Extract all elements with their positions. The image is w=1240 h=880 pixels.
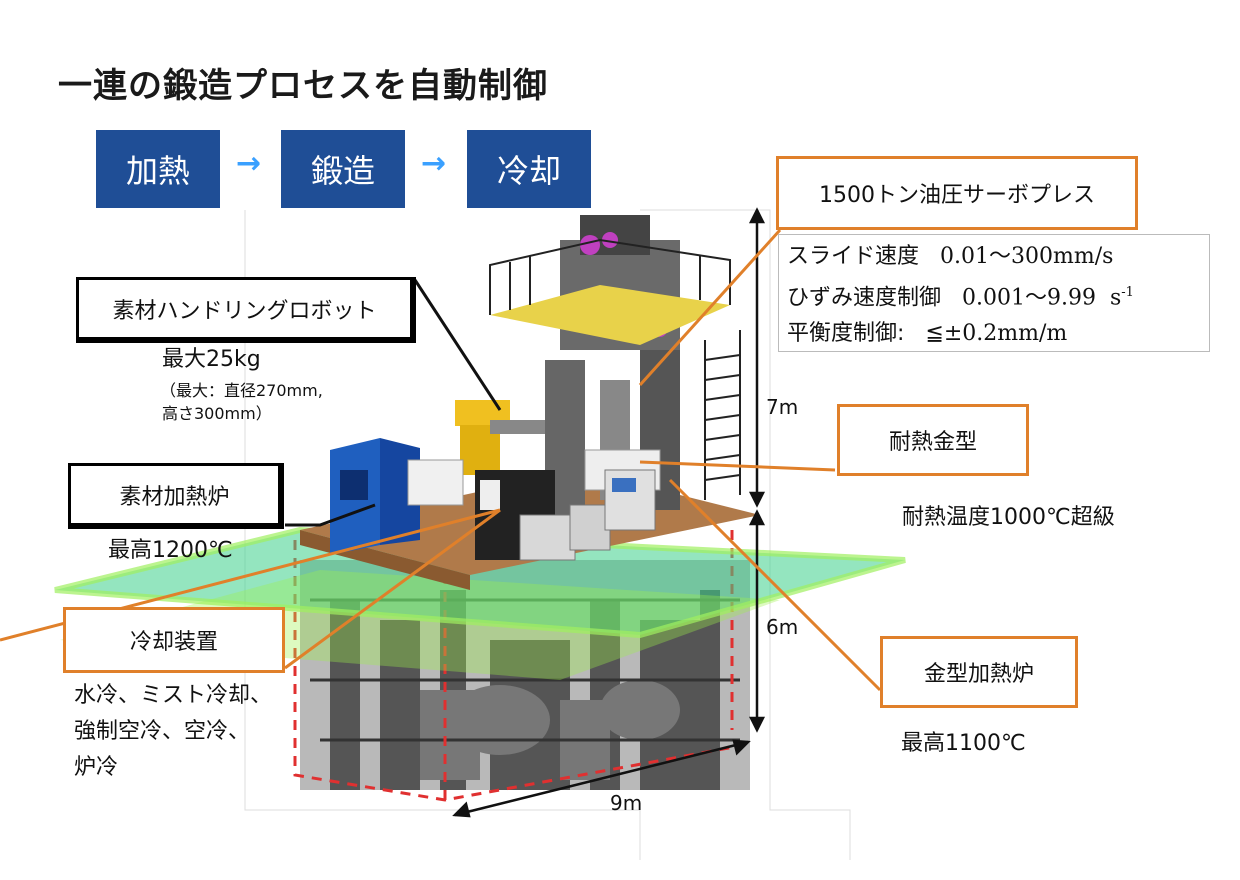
press-machine — [489, 215, 741, 520]
die-furnace-max-temp: 最高1100℃ — [901, 731, 1026, 756]
furnace-max-temp: 最高1200℃ — [108, 538, 233, 563]
step-forging: 鍛造 — [281, 130, 405, 208]
control-panels — [519, 469, 656, 561]
robot-max-load: 最大25kg — [162, 347, 261, 372]
robot-detail-2: 高さ300mm） — [162, 404, 272, 423]
step-heating: 加熱 — [96, 130, 220, 208]
material-furnace — [330, 438, 464, 555]
spec-row: スライド速度 0.01〜300mm/s — [787, 244, 1114, 269]
die-furnace-label: 金型加熱炉 — [880, 636, 1078, 708]
die-label: 耐熱金型 — [837, 404, 1029, 476]
cooling-method-2: 強制空冷、空冷、 — [74, 719, 251, 744]
cooling-method-3: 炉冷 — [74, 755, 119, 780]
cooling-method-1: 水冷、ミスト冷却、 — [74, 683, 273, 708]
arrow-icon: → — [236, 146, 262, 181]
dimension-width: 9m — [610, 791, 643, 815]
spec-row: ひずみ速度制御 0.001〜9.99 s-1 — [787, 285, 1134, 311]
robot-label: 素材ハンドリングロボット — [76, 277, 416, 343]
press-label: 1500トン油圧サーボプレス — [776, 156, 1138, 230]
die-heat-note: 耐熱温度1000℃超級 — [902, 505, 1115, 530]
robot-detail-1: （最大：直径270mm, — [160, 381, 323, 400]
handling-robot — [455, 400, 545, 475]
furnace-label: 素材加熱炉 — [68, 463, 284, 529]
press-spec-box: スライド速度 0.01〜300mm/s ひずみ速度制御 0.001〜9.99 s… — [778, 234, 1210, 352]
dimension-upper-height: 7m — [766, 395, 799, 419]
dimension-lower-height: 6m — [766, 615, 799, 639]
spec-row: 平衡度制御: ≦±0.2mm/m — [787, 321, 1068, 347]
dimension-lines — [452, 207, 766, 818]
page-title: 一連の鍛造プロセスを自動制御 — [58, 66, 548, 106]
cooling-label: 冷却装置 — [63, 607, 285, 673]
step-cooling: 冷却 — [467, 130, 591, 208]
arrow-icon: → — [421, 146, 447, 181]
